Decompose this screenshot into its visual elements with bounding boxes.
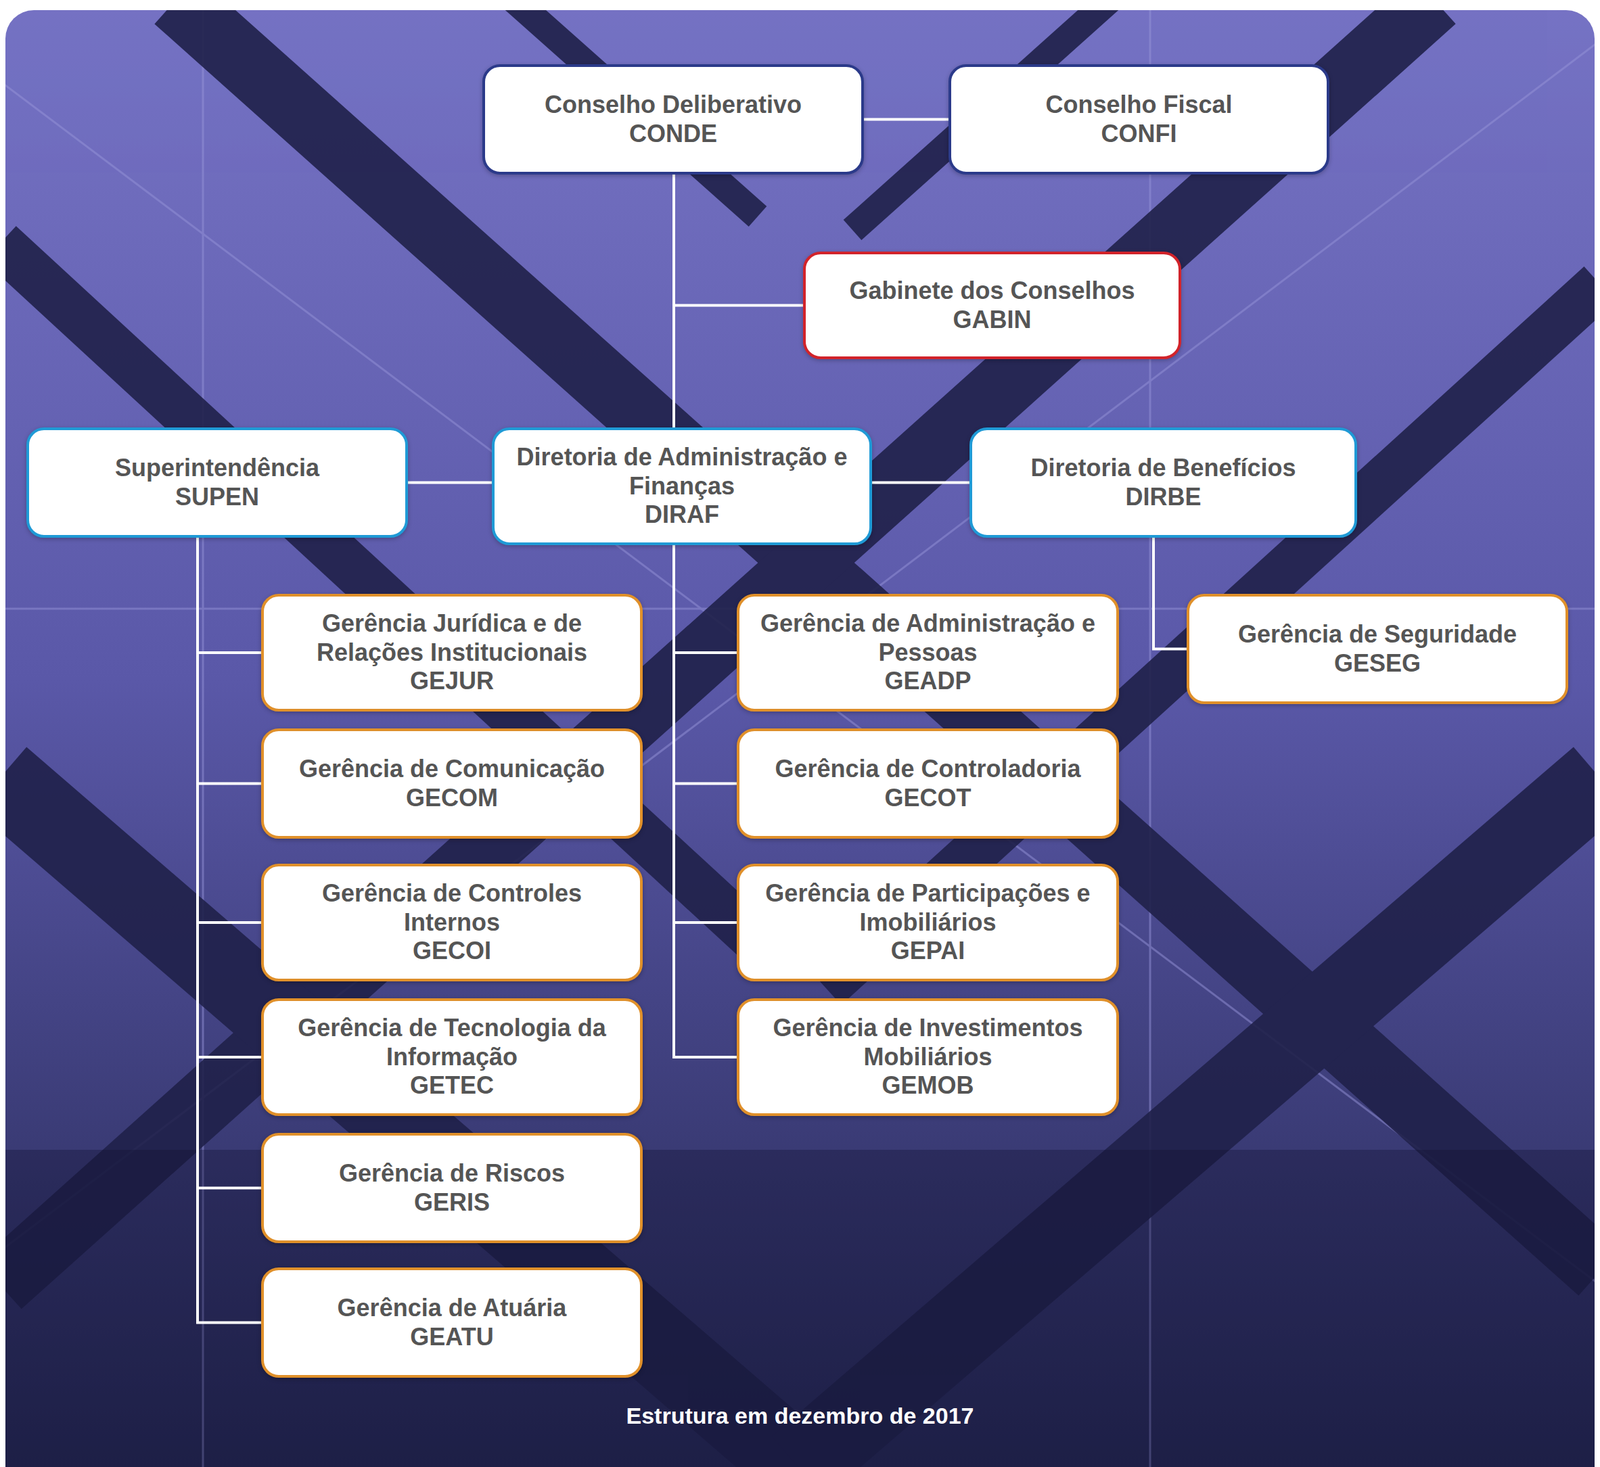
- department-box: Gerência de ControladoriaGECOT: [736, 728, 1119, 839]
- department-box: Gerência de Participações e Imobiliários…: [736, 863, 1119, 982]
- unit-name: Diretoria de Benefícios: [1030, 453, 1296, 483]
- unit-name: Gerência de Riscos: [338, 1159, 565, 1188]
- unit-acronym: GESEG: [1334, 649, 1421, 678]
- department-box: Gerência de RiscosGERIS: [261, 1133, 643, 1244]
- department-box: Gerência de SeguridadeGESEG: [1186, 593, 1569, 705]
- unit-acronym: GETEC: [409, 1071, 494, 1101]
- unit-acronym: DIRBE: [1125, 483, 1201, 512]
- unit-name: Gerência de Investimentos Mobiliários: [748, 1014, 1107, 1072]
- connector-line: [197, 537, 262, 923]
- unit-name: Gerência de Administração e Pessoas: [748, 609, 1107, 668]
- unit-name: Gerência Jurídica e de Relações Instituc…: [273, 609, 631, 668]
- connector-line: [673, 545, 737, 785]
- unit-name: Diretoria de Administração e Finanças: [504, 443, 860, 501]
- office-box: Gabinete dos ConselhosGABIN: [803, 251, 1182, 360]
- connector-line: [197, 537, 262, 1189]
- unit-acronym: GECOI: [412, 936, 492, 966]
- connector-line: [872, 481, 970, 485]
- connector-line: [673, 174, 804, 306]
- unit-name: Gerência de Participações e Imobiliários: [748, 879, 1107, 937]
- connector-line: [672, 174, 676, 428]
- unit-name: Gabinete dos Conselhos: [849, 276, 1135, 306]
- department-box: Gerência de Controles InternosGECOI: [261, 863, 643, 982]
- council-box: Conselho DeliberativoCONDE: [482, 64, 864, 175]
- unit-name: Gerência de Seguridade: [1238, 620, 1517, 649]
- council-box: Conselho FiscalCONFI: [948, 64, 1330, 175]
- department-box: Gerência de Investimentos MobiliáriosGEM…: [736, 998, 1119, 1117]
- directorate-box: Diretoria de Administração e FinançasDIR…: [491, 427, 873, 546]
- connector-line: [197, 537, 262, 1324]
- connector-line: [197, 537, 262, 785]
- unit-acronym: SUPEN: [175, 483, 260, 512]
- unit-acronym: GERIS: [414, 1188, 490, 1218]
- unit-name: Gerência de Controles Internos: [273, 879, 631, 937]
- unit-name: Superintendência: [115, 453, 320, 483]
- connector-line: [197, 537, 262, 1058]
- unit-name: Gerência de Controladoria: [774, 755, 1081, 784]
- directorate-box: SuperintendênciaSUPEN: [26, 427, 408, 538]
- connector-line: [673, 545, 737, 1058]
- unit-name: Gerência de Atuária: [337, 1294, 567, 1323]
- unit-acronym: CONFI: [1101, 119, 1178, 149]
- unit-acronym: GECOM: [405, 784, 498, 813]
- connector-line: [197, 537, 262, 653]
- unit-acronym: GEATU: [409, 1323, 494, 1352]
- unit-acronym: GECOT: [884, 784, 971, 813]
- connector-line: [673, 545, 737, 923]
- unit-acronym: GEPAI: [890, 936, 965, 966]
- department-box: Gerência de Administração e PessoasGEADP: [736, 593, 1119, 712]
- unit-acronym: GEJUR: [409, 667, 494, 696]
- unit-acronym: GABIN: [953, 305, 1032, 335]
- department-box: Gerência de ComunicaçãoGECOM: [261, 728, 643, 839]
- unit-acronym: DIRAF: [644, 500, 720, 530]
- directorate-box: Diretoria de BenefíciosDIRBE: [969, 427, 1358, 538]
- unit-acronym: CONDE: [629, 119, 718, 149]
- unit-acronym: GEMOB: [881, 1071, 974, 1101]
- department-box: Gerência Jurídica e de Relações Instituc…: [261, 593, 643, 712]
- department-box: Gerência de AtuáriaGEATU: [261, 1267, 643, 1379]
- unit-name: Gerência de Tecnologia da Informação: [273, 1014, 631, 1072]
- connector-line: [673, 545, 737, 653]
- beams: [5, 10, 1595, 1467]
- unit-acronym: GEADP: [884, 667, 971, 696]
- unit-name: Conselho Fiscal: [1045, 90, 1232, 120]
- caption: Estrutura em dezembro de 2017: [0, 1403, 1600, 1430]
- connector-line: [407, 481, 492, 485]
- connector-line: [863, 118, 949, 122]
- connector-line: [1153, 537, 1187, 650]
- unit-name: Gerência de Comunicação: [299, 755, 605, 784]
- department-box: Gerência de Tecnologia da InformaçãoGETE…: [261, 998, 643, 1117]
- unit-name: Conselho Deliberativo: [544, 90, 802, 120]
